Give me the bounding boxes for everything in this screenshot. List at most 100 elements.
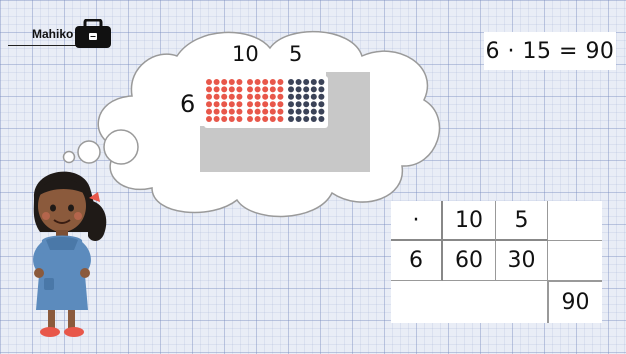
dot (247, 94, 253, 100)
dot (221, 101, 227, 107)
dot (214, 79, 220, 85)
dot (214, 86, 220, 92)
dot (229, 94, 235, 100)
dot (206, 116, 212, 122)
dot (206, 79, 212, 85)
dot (270, 94, 276, 100)
dot (214, 94, 220, 100)
table-product-cell: 30 (496, 241, 548, 281)
dot (221, 109, 227, 115)
dot (303, 109, 309, 115)
dot (318, 86, 324, 92)
dot (270, 86, 276, 92)
dot (255, 79, 261, 85)
dot (206, 101, 212, 107)
dot (277, 79, 283, 85)
dot (277, 109, 283, 115)
dot (221, 79, 227, 85)
dot (288, 94, 294, 100)
dot (221, 116, 227, 122)
dot (262, 116, 268, 122)
dot (270, 116, 276, 122)
dot (247, 86, 253, 92)
dot (296, 94, 302, 100)
equation-box: 6 · 15 = 90 (484, 32, 616, 70)
table-empty-cell (391, 281, 548, 323)
girl-character-illustration (24, 160, 116, 348)
dot (262, 94, 268, 100)
dot (277, 86, 283, 92)
dot (247, 101, 253, 107)
dot (214, 101, 220, 107)
dot (229, 109, 235, 115)
table-corner-operator: · (391, 201, 443, 241)
table-product-cell: 60 (443, 241, 496, 281)
dot (255, 86, 261, 92)
dot (206, 109, 212, 115)
dot (288, 86, 294, 92)
dot (288, 79, 294, 85)
dot (262, 86, 268, 92)
dot (318, 79, 324, 85)
dot (277, 101, 283, 107)
multiplication-table: · 10 5 6 60 30 90 (391, 201, 602, 323)
table-empty-cell (548, 201, 602, 241)
dot (236, 109, 242, 115)
dot (236, 101, 242, 107)
column-label-5: 5 (289, 42, 302, 66)
table-total-cell: 90 (548, 281, 602, 323)
dot (229, 79, 235, 85)
row-label-6: 6 (180, 90, 195, 118)
table-empty-cell (548, 241, 602, 281)
dot (236, 79, 242, 85)
dot (247, 116, 253, 122)
dot (311, 79, 317, 85)
dot (270, 79, 276, 85)
dot (214, 116, 220, 122)
dot (221, 94, 227, 100)
dot (262, 79, 268, 85)
dot (303, 79, 309, 85)
dot (255, 101, 261, 107)
dot (255, 109, 261, 115)
dot (255, 116, 261, 122)
dot (229, 101, 235, 107)
dot (206, 94, 212, 100)
dot (318, 94, 324, 100)
dot (311, 86, 317, 92)
dot (262, 101, 268, 107)
dot (206, 86, 212, 92)
column-label-10: 10 (232, 42, 259, 66)
dot (296, 109, 302, 115)
dot (296, 101, 302, 107)
dot (277, 116, 283, 122)
dot (288, 101, 294, 107)
dot (247, 79, 253, 85)
dot (277, 94, 283, 100)
area-model (200, 72, 372, 178)
table-col-header: 5 (496, 201, 548, 241)
dot (303, 94, 309, 100)
dot (296, 79, 302, 85)
dot (221, 86, 227, 92)
dot (311, 116, 317, 122)
dot (229, 86, 235, 92)
dot (303, 86, 309, 92)
dot (288, 116, 294, 122)
dot (236, 116, 242, 122)
dot (311, 94, 317, 100)
dot (303, 101, 309, 107)
table-col-header: 10 (443, 201, 496, 241)
dot (318, 109, 324, 115)
dot (296, 116, 302, 122)
dot (318, 101, 324, 107)
dot (270, 101, 276, 107)
dot (311, 101, 317, 107)
dot (318, 116, 324, 122)
dot (270, 109, 276, 115)
dot (288, 109, 294, 115)
dot (262, 109, 268, 115)
dot (311, 109, 317, 115)
dot (247, 109, 253, 115)
dot (214, 109, 220, 115)
